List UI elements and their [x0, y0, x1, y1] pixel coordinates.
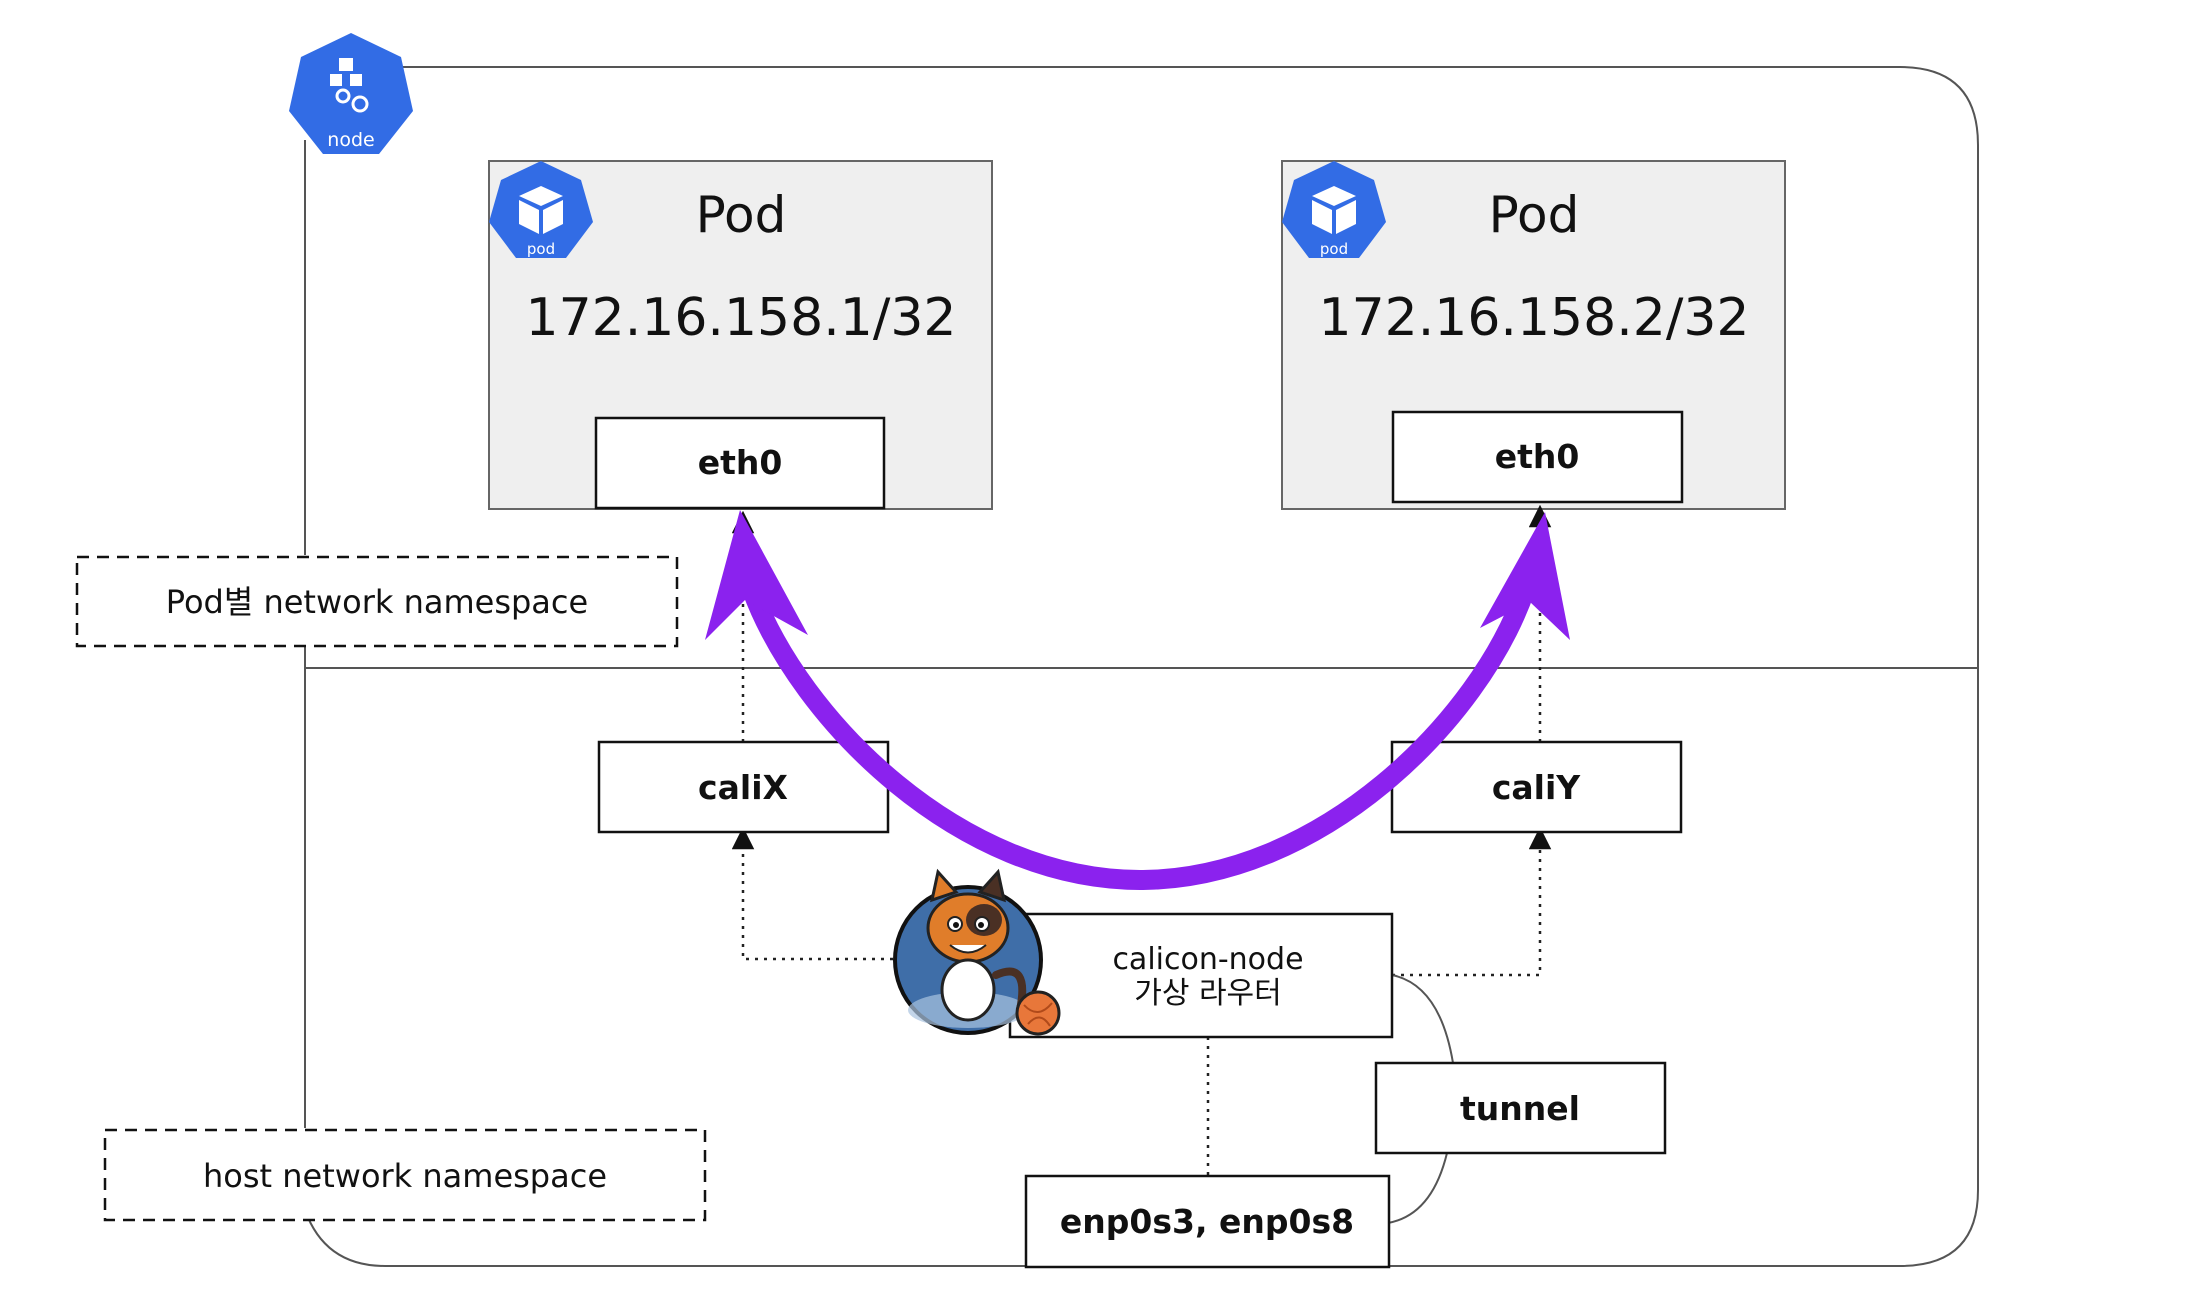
calico-node-label: calicon-node [1112, 942, 1303, 977]
veth-calix: caliX [597, 740, 890, 834]
node-icon: node [289, 33, 413, 154]
calico-node-sublabel: 가상 라우터 [1134, 976, 1282, 1011]
pod-to-pod-route-arrow [705, 510, 1570, 891]
svg-text:caliX: caliX [698, 768, 788, 807]
pod-namespace-label: Pod별 network namespace [75, 555, 679, 648]
pod-icon: pod [489, 161, 593, 258]
veth-caliy: caliY [1390, 740, 1683, 834]
node-boundary [304, 66, 1979, 1267]
node-label: node [327, 129, 374, 151]
calico-node-box: calicon-node 가상 라우터 [1008, 912, 1394, 1039]
pod-ip: 172.16.158.1/32 [525, 288, 956, 348]
svg-text:caliY: caliY [1492, 768, 1581, 807]
host-namespace-label: host network namespace [103, 1128, 707, 1222]
pod-icon-label: pod [1320, 240, 1348, 258]
tunnel-box: tunnel [1374, 1061, 1667, 1155]
pod-icon-label: pod [527, 240, 555, 258]
tunnel-links [1387, 974, 1454, 1224]
pod-title: Pod [1489, 186, 1580, 244]
pod-box-1: pod Pod 172.16.158.1/32 eth0 [488, 160, 993, 510]
pod-box-2: pod Pod 172.16.158.2/32 eth0 [1281, 160, 1786, 510]
svg-text:tunnel: tunnel [1460, 1089, 1580, 1128]
svg-text:Pod별 network namespace: Pod별 network namespace [166, 583, 588, 621]
pod-icon: pod [1282, 161, 1386, 258]
pod-ip: 172.16.158.2/32 [1318, 288, 1749, 348]
svg-text:host network namespace: host network namespace [203, 1157, 607, 1195]
calico-cat-icon [893, 868, 1061, 1036]
pod-title: Pod [696, 186, 787, 244]
host-nics-box: enp0s3, enp0s8 [1024, 1174, 1391, 1269]
veth-links [731, 504, 1552, 1176]
svg-text:enp0s3, enp0s8: enp0s3, enp0s8 [1060, 1202, 1354, 1241]
pod-interface-eth0: eth0 [698, 443, 783, 482]
pod-interface-eth0: eth0 [1495, 437, 1580, 476]
